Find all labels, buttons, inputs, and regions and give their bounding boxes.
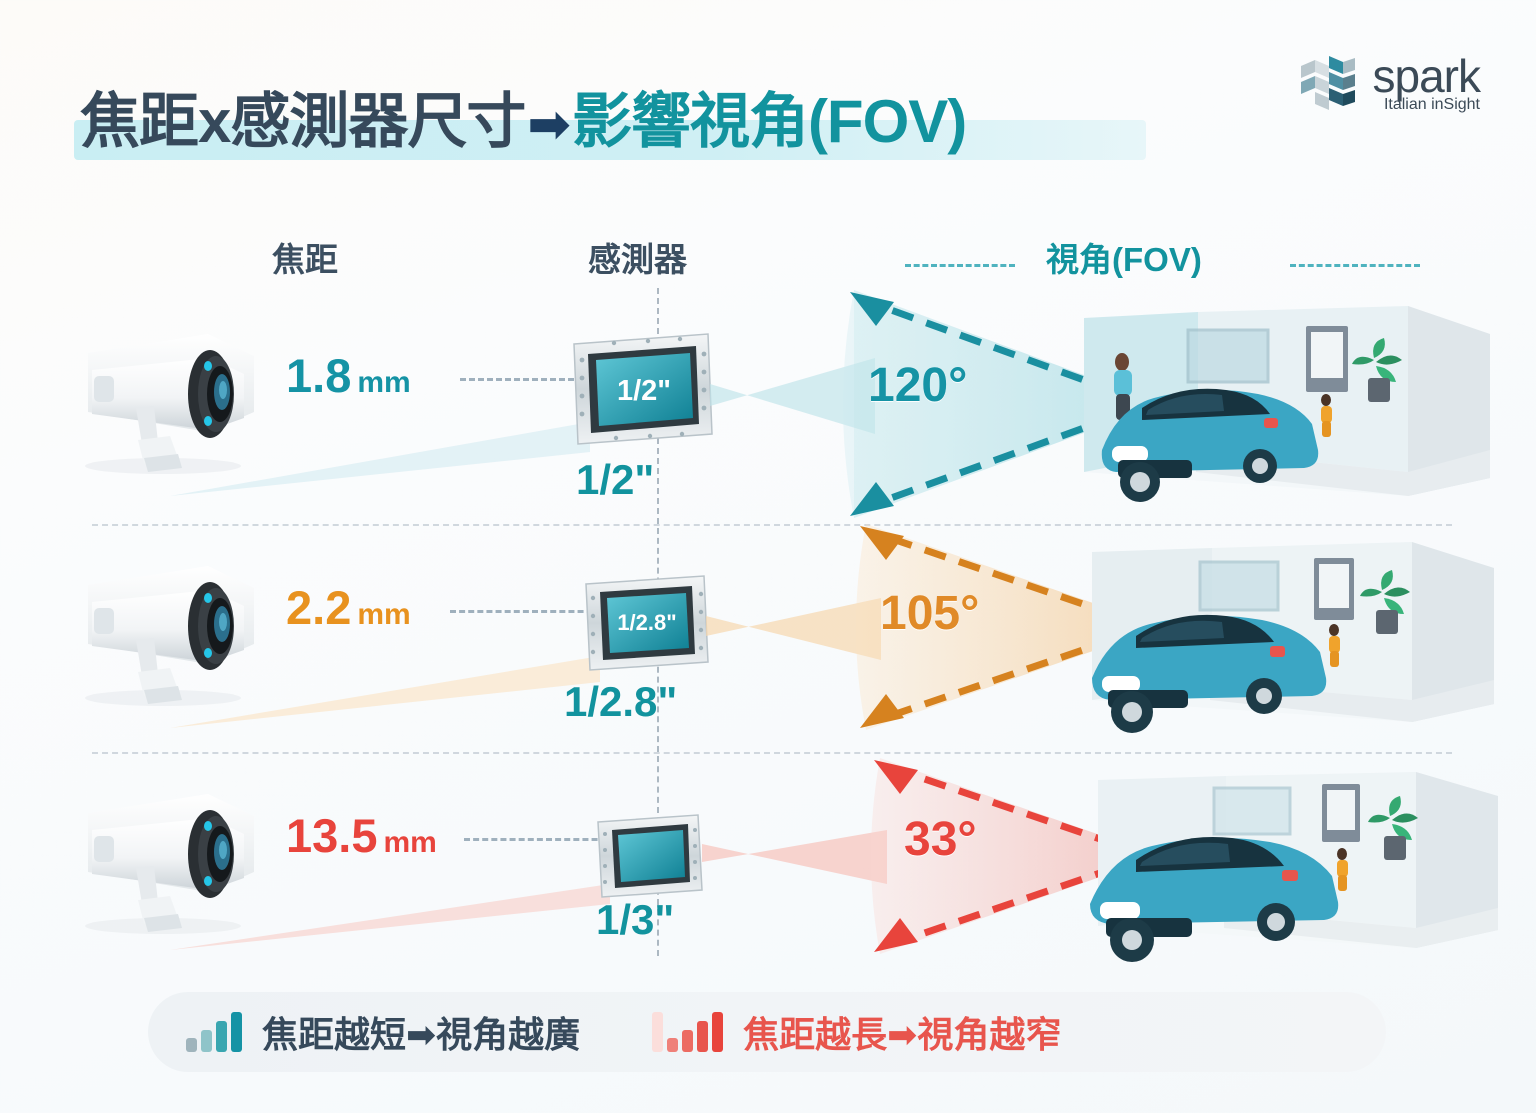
lens-beam: [170, 422, 590, 496]
focal-to-sensor-leader-line: [460, 378, 610, 381]
title-part-dark: 焦距x感測器尺寸: [80, 87, 526, 155]
focal-to-sensor-leader-line: [464, 838, 634, 841]
image-sensor-icon: 1/2": [573, 333, 713, 445]
title-arrow-icon: ➡: [527, 95, 571, 154]
sensor-size-label: 1/2": [576, 456, 655, 503]
bullet-camera-illustration: [85, 334, 254, 474]
fov-angle-value: 105°: [880, 587, 980, 640]
title-part-teal: 影響視角(FOV): [571, 87, 967, 155]
title-highlight-band: [74, 120, 1146, 160]
legend-bar: 焦距越短➡視角越廣 焦距越長➡視角越窄: [148, 992, 1386, 1072]
fov-header-dash-left: [905, 264, 1015, 267]
fov-header-dash-right: [1290, 264, 1420, 267]
legend-item-long-focal: 焦距越長➡視角越窄: [652, 1006, 1061, 1058]
brand-logo: spark Italian inSight: [1297, 50, 1481, 114]
logo-name: spark: [1372, 50, 1481, 102]
logo-tagline: Italian inSight: [1383, 96, 1480, 113]
lens-beam: [170, 884, 610, 950]
focal-unit: mm: [383, 826, 437, 859]
focal-unit: mm: [357, 366, 411, 399]
focal-number: 13.5: [286, 809, 378, 862]
spark-logo-mark: [1300, 56, 1355, 110]
focal-unit: mm: [357, 598, 411, 631]
lens-beam: [170, 656, 600, 728]
legend-text-left: 焦距越短➡視角越廣: [262, 1014, 581, 1055]
garage-scene-illustration: [1084, 306, 1490, 502]
focal-number: 1.8: [286, 349, 352, 402]
legend-item-short-focal: 焦距越短➡視角越廣: [186, 1006, 580, 1058]
sensor-to-fov-beam: [702, 830, 887, 884]
image-sensor-icon: 1/2.8": [585, 575, 709, 671]
sensor-to-fov-beam: [706, 598, 881, 660]
column-header-fov: 視角(FOV): [1046, 241, 1202, 278]
title-text: 焦距x感測器尺寸➡影響視角(FOV): [80, 73, 967, 160]
sensor-size-label: 1/3": [596, 896, 675, 943]
garage-scene-illustration: [1090, 772, 1498, 962]
sensor-chip-label: 1/2.8": [617, 610, 676, 635]
fov-angle-value: 33°: [904, 813, 977, 866]
row-divider-2: [92, 752, 1452, 754]
image-sensor-icon: [597, 814, 703, 898]
sensor-size-label: 1/2.8": [564, 678, 678, 725]
bullet-camera-illustration: [85, 566, 254, 706]
garage-scene-illustration: [1092, 542, 1494, 733]
column-header-focal-length: 焦距: [272, 241, 338, 278]
logo-wordmark: spark Italian inSight: [1372, 50, 1481, 113]
column-header-sensor: 感測器: [588, 241, 687, 278]
bar-chart-ascending-icon: [186, 1012, 242, 1052]
legend-text-right: 焦距越長➡視角越窄: [743, 1014, 1062, 1055]
focal-to-sensor-leader-line: [450, 610, 620, 613]
page-title: 焦距x感測器尺寸➡影響視角(FOV): [74, 78, 1146, 160]
sensor-to-fov-beam: [710, 358, 875, 434]
sensor-chip-label: 1/2": [617, 375, 671, 407]
bullet-camera-illustration: [85, 794, 254, 934]
focal-number: 2.2: [286, 581, 352, 634]
row-divider-1: [92, 524, 1452, 526]
bar-chart-ascending-icon: [652, 1012, 724, 1052]
fov-angle-value: 120°: [868, 359, 968, 412]
